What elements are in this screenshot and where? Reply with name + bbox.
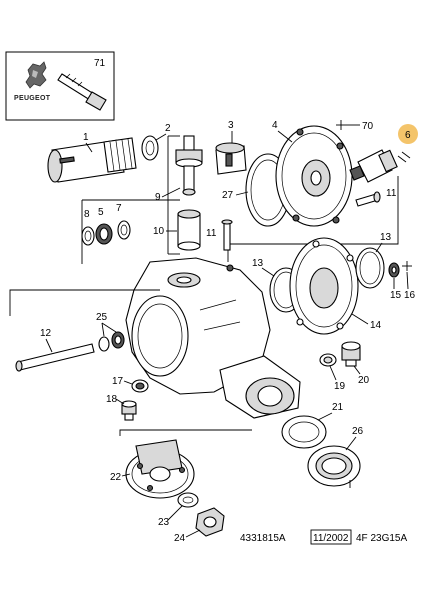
highlight-6 [398, 124, 418, 144]
label-17: 17 [112, 376, 124, 387]
part-11-bolt [355, 191, 381, 207]
part-22-flange [125, 439, 195, 499]
label-3: 3 [228, 120, 234, 131]
part-24-nut [195, 507, 225, 537]
label-8: 8 [84, 209, 90, 220]
label-71: 71 [94, 58, 106, 69]
part-71-bolt [57, 73, 107, 111]
main-housing [125, 257, 301, 419]
label-10: 10 [153, 226, 165, 237]
part-23-washer [177, 492, 199, 508]
part-21-oil-seal [281, 415, 327, 449]
footer: 4331815A 11/2002 4F 23G15A [240, 529, 407, 545]
bracket-left [9, 289, 160, 316]
label-20: 20 [358, 375, 370, 386]
leader-1 [85, 142, 93, 153]
part-11-pin [221, 219, 233, 251]
label-1: 1 [83, 132, 89, 143]
footer-ref: 4331815A [240, 533, 286, 544]
part-2-seal [141, 135, 159, 161]
footer-code: 4F 23G15A [356, 533, 407, 544]
label-9: 9 [155, 192, 161, 203]
leader-27 [235, 191, 249, 196]
part-4-cover [275, 125, 353, 227]
bracket-bottom [119, 429, 252, 436]
part-14-gasket [289, 237, 359, 335]
label-23: 23 [158, 517, 170, 528]
label-70: 70 [362, 121, 374, 132]
label-27: 27 [222, 190, 234, 201]
label-24: 24 [174, 533, 186, 544]
part-18-plug [121, 400, 137, 421]
part-13-o-ring-right [355, 247, 385, 289]
label-11b: 11 [206, 228, 217, 239]
footer-date: 11/2002 [313, 533, 349, 544]
label-2: 2 [165, 123, 171, 134]
part-15-washer [388, 262, 400, 278]
part-5-seal [95, 223, 113, 245]
part-1-input-shaft [47, 137, 137, 183]
label-14: 14 [370, 320, 382, 331]
label-15: 15 [390, 290, 402, 301]
label-7: 7 [116, 203, 122, 214]
label-13a: 13 [252, 258, 264, 269]
part-16-bolt-marker [402, 261, 412, 271]
part-25-washers [98, 331, 125, 352]
part-12-pin [15, 343, 95, 372]
part-19-washer [319, 353, 337, 367]
label-21: 21 [332, 402, 344, 413]
label-25: 25 [96, 312, 108, 323]
label-13b: 13 [380, 232, 392, 243]
part-9-drive-pinion [175, 135, 203, 196]
brand-name: PEUGEOT [14, 95, 51, 102]
leader-4 [277, 130, 293, 143]
peugeot-logo-icon [25, 61, 47, 89]
part-20-plug [341, 341, 361, 367]
part-7-seal [117, 220, 131, 240]
leader-9 [161, 187, 181, 198]
label-12: 12 [40, 328, 52, 339]
label-11: 11 [386, 188, 397, 199]
label-22: 22 [110, 472, 122, 483]
part-8-seal [81, 226, 95, 246]
part-6-switch [349, 149, 398, 183]
part-3-bush [215, 142, 247, 175]
label-4: 4 [272, 120, 278, 131]
part-70-bolt-marker [336, 120, 360, 130]
label-16: 16 [404, 290, 416, 301]
leader-2 [155, 133, 167, 141]
label-5: 5 [98, 207, 104, 218]
label-19: 19 [334, 381, 346, 392]
bracket-top-right [230, 176, 399, 245]
label-6: 6 [405, 130, 411, 141]
part-17-seal [131, 379, 149, 393]
part-10-sleeve [177, 209, 201, 251]
brand-inset: PEUGEOT 71 [5, 51, 115, 121]
part-26-seal [307, 445, 361, 487]
label-18: 18 [106, 394, 118, 405]
leader-12 [45, 338, 53, 353]
label-26: 26 [352, 426, 364, 437]
